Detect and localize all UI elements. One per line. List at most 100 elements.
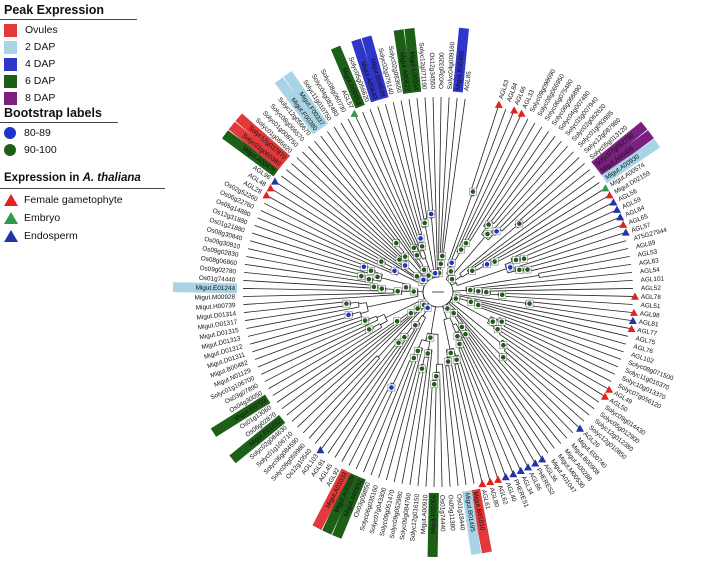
green-triangle-icon [601, 184, 610, 192]
branch [495, 324, 608, 389]
branch [424, 97, 434, 218]
branch [439, 372, 443, 487]
red-triangle-icon [517, 109, 526, 117]
bootstrap-dot [414, 253, 420, 258]
blue-dot-icon [4, 127, 16, 139]
expression-highlight [452, 27, 469, 93]
branch [286, 315, 409, 416]
branch [281, 175, 408, 270]
red-triangle-icon [605, 191, 614, 199]
legend-item-90-100: 90-100 [4, 143, 57, 157]
branch [449, 357, 475, 484]
branch [459, 295, 630, 329]
branch [504, 261, 513, 265]
legend-label: 2 DAP [25, 41, 56, 53]
branch [249, 240, 375, 275]
blue-triangle-icon [270, 177, 279, 185]
branch [261, 319, 379, 375]
branch [281, 319, 402, 410]
expression-highlight [404, 28, 422, 93]
branch [264, 202, 385, 265]
branch [519, 217, 619, 259]
bootstrap-dot [426, 273, 431, 278]
red-triangle-icon [494, 100, 503, 108]
bootstrap-dot [525, 267, 530, 272]
tip-label: AGL85 [463, 70, 473, 91]
bootstrap-dot [392, 268, 397, 274]
branch [459, 298, 468, 302]
tip-label: Os01g74440 [438, 495, 446, 532]
branch [465, 275, 540, 288]
branch [358, 302, 367, 305]
legend-item-endosperm: Endosperm [4, 229, 78, 243]
green-triangle-icon [350, 109, 359, 117]
branch [377, 106, 420, 235]
tip-label: Solyc04g009160 [447, 41, 457, 89]
branch [252, 316, 362, 353]
tip-label: AGL61 [480, 489, 491, 510]
branch-arc [422, 226, 427, 228]
legend-label: 6 DAP [25, 75, 56, 87]
branch [254, 225, 369, 268]
branch [452, 308, 568, 439]
tip-label: Migut.H00739 [196, 302, 237, 312]
branch [327, 334, 409, 454]
tip-label: Migut.L00394 [408, 51, 419, 91]
branch [407, 267, 415, 274]
bootstrap-dot [468, 299, 474, 305]
branch [499, 151, 574, 229]
branch [460, 347, 513, 473]
tip-label: Os05g11380 [447, 494, 456, 531]
tip-label: AGL53 [637, 248, 658, 259]
blue-triangle-icon [524, 463, 533, 471]
branch [454, 364, 483, 483]
branch [406, 327, 412, 335]
bootstrap-dot [517, 221, 522, 226]
bootstrap-dot [375, 274, 380, 280]
bootstrap-dot [411, 245, 417, 251]
legend-item-embryo: Embryo [4, 211, 60, 225]
branch [341, 323, 421, 462]
expression-highlight [332, 475, 366, 539]
bootstrap-dot [445, 359, 451, 364]
4dap-swatch [4, 57, 17, 71]
branch [378, 355, 419, 478]
bootstrap-dot [402, 263, 408, 268]
bootstrap-dot [449, 276, 455, 282]
branch [314, 338, 401, 444]
tip-label: AGL83 [639, 257, 660, 267]
branch [473, 109, 507, 197]
bootstrap-dot [397, 257, 402, 262]
bootstrap-dot [428, 335, 433, 340]
bootstrap-dot [507, 265, 513, 270]
branch [437, 97, 442, 276]
branch [244, 300, 351, 313]
branch [320, 135, 425, 275]
branch [474, 182, 600, 268]
branch [442, 306, 448, 320]
branch [449, 317, 454, 326]
6dap-swatch [4, 74, 17, 88]
expression-highlight [210, 394, 271, 437]
expression-highlight [427, 492, 439, 558]
legend-label: Embryo [24, 212, 61, 224]
branch [493, 140, 562, 224]
branch [539, 263, 632, 278]
red-triangle-icon [605, 385, 614, 393]
branch [425, 226, 436, 278]
branch [409, 357, 429, 486]
branch [459, 339, 521, 470]
branch [244, 264, 373, 284]
8dap-swatch [4, 91, 17, 105]
tip-label: Migut.E01244 [196, 285, 236, 293]
bootstrap-dot [425, 351, 431, 356]
tip-label: AGL78 [641, 294, 661, 301]
branch [272, 326, 383, 396]
expression-highlight [361, 35, 389, 100]
bootstrap-dot [359, 273, 364, 279]
branch [423, 250, 427, 258]
legend-label: 80-89 [24, 127, 51, 139]
branch [418, 258, 424, 266]
branch [417, 315, 423, 323]
